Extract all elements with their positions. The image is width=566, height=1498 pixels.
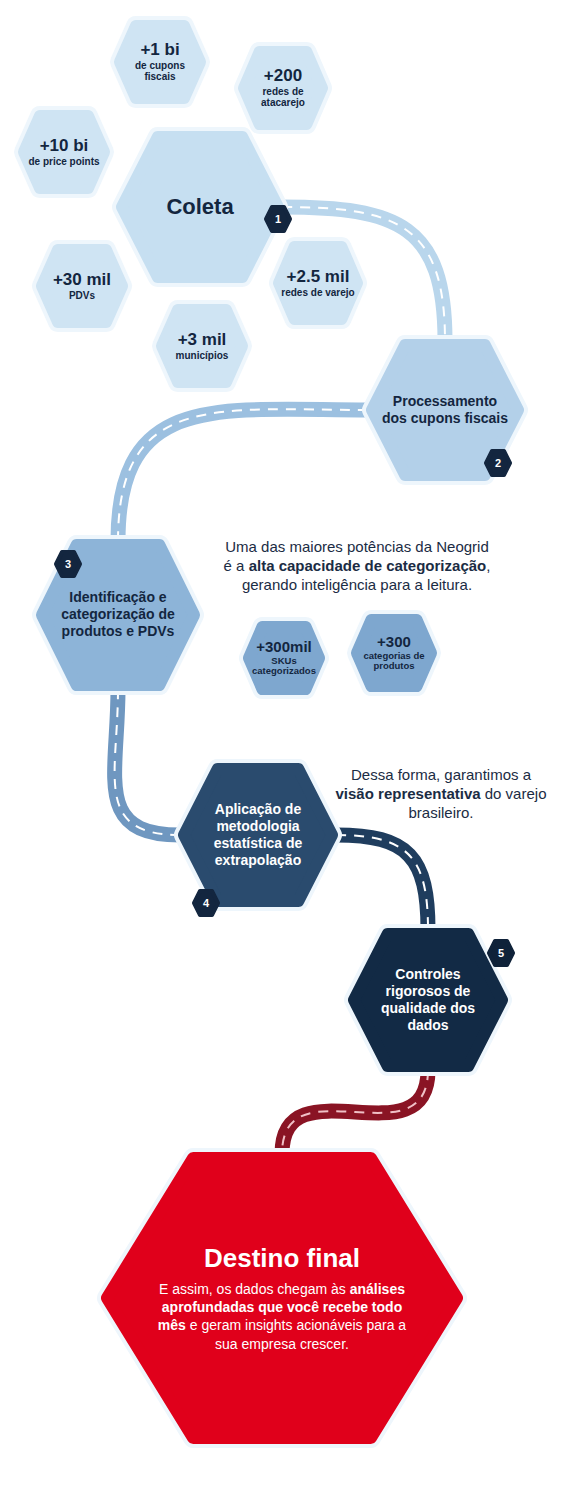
- stat-caption: de price points: [26, 156, 102, 168]
- road-connector: [118, 409, 368, 541]
- stat-hexagon: +3 milmunicípios: [152, 300, 252, 392]
- stat-caption: PDVs: [44, 290, 120, 302]
- callout-badge: 3: [53, 549, 83, 579]
- stat-caption: municípios: [164, 350, 240, 362]
- stat-value: +3 mil: [164, 331, 240, 350]
- road-connector: [282, 1070, 428, 1154]
- step-title: Identificação e categorização de produto…: [53, 589, 184, 640]
- node-content: Processamento dos cupons fiscais: [382, 393, 508, 427]
- node-content: +10 bide price points: [26, 137, 102, 167]
- stat-caption: SKUs categorizados: [250, 655, 318, 677]
- callout-badge: 4: [191, 888, 221, 918]
- stat-caption: redes de varejo: [281, 287, 355, 299]
- stat-value: +300: [358, 634, 429, 651]
- final-hexagon: Destino final E assim, os dados chegam às…: [97, 1148, 467, 1448]
- stat-hexagon: +30 milPDVs: [32, 240, 132, 332]
- callout-number: 3: [53, 549, 83, 579]
- node-content: +2.5 milredes de varejo: [281, 268, 355, 298]
- stat-caption: de cupons fiscais: [122, 60, 198, 83]
- side-note: Dessa forma, garantimos a visão represen…: [330, 766, 552, 822]
- final-body-text: e geram insights acionáveis para a sua e…: [190, 1318, 406, 1352]
- stat-value: +200: [246, 67, 320, 86]
- node-content: Destino final E assim, os dados chegam às…: [153, 1243, 412, 1353]
- road-surface: [115, 689, 180, 835]
- step-hexagon: Controles rigorosos de qualidade dos dad…: [344, 924, 512, 1076]
- road-connector: [115, 689, 180, 835]
- callout-badge: 2: [483, 448, 513, 478]
- final-body: E assim, os dados chegam às análises apr…: [153, 1280, 412, 1353]
- road-dashes: [115, 689, 180, 835]
- node-content: +30 milPDVs: [44, 271, 120, 301]
- stat-hexagon: +10 bide price points: [14, 106, 114, 198]
- hexagon-outline: [97, 1148, 467, 1448]
- node-content: +200redes de atacarejo: [246, 67, 320, 109]
- step-title: Controles rigorosos de qualidade dos dad…: [364, 966, 492, 1034]
- node-content: +3 milmunicípios: [164, 331, 240, 361]
- note-text: alta capacidade de categorização: [249, 557, 487, 574]
- callout-number: 4: [191, 888, 221, 918]
- road-connector: [336, 835, 428, 930]
- step-title: Processamento dos cupons fiscais: [382, 393, 508, 427]
- stat-value: +300mil: [250, 639, 318, 656]
- note-text: Dessa forma, garantimos a: [351, 766, 531, 783]
- step-title: Aplicação de metodologia estatística de …: [194, 801, 322, 869]
- note-text: visão representativa: [336, 785, 481, 802]
- stat-caption: redes de atacarejo: [246, 86, 320, 109]
- stat-hexagon: +1 bide cupons fiscais: [110, 16, 210, 108]
- final-heading: Destino final: [153, 1243, 412, 1274]
- step-title: Coleta: [133, 194, 267, 220]
- stat-value: +30 mil: [44, 271, 120, 290]
- road-dashes: [118, 409, 368, 541]
- step-hexagon: Aplicação de metodologia estatística de …: [174, 759, 342, 911]
- callout-number: 5: [486, 938, 516, 968]
- road-dashes: [336, 835, 428, 930]
- callout-number: 1: [263, 204, 293, 234]
- side-note: Uma das maiores potências da Neogrid é a…: [222, 538, 492, 594]
- callout-number: 2: [483, 448, 513, 478]
- node-content: Coleta: [133, 194, 267, 220]
- stat-value: +2.5 mil: [281, 268, 355, 287]
- step-hexagon: Coleta: [112, 127, 288, 287]
- node-content: Aplicação de metodologia estatística de …: [194, 801, 322, 869]
- node-content: +300milSKUs categorizados: [250, 639, 318, 677]
- stat-caption: categorias de produtos: [358, 650, 429, 672]
- node-content: Identificação e categorização de produto…: [53, 589, 184, 640]
- road-dashes: [282, 1070, 428, 1154]
- stat-hexagon: +300categorias de produtos: [347, 610, 441, 696]
- callout-badge: 5: [486, 938, 516, 968]
- stat-value: +1 bi: [122, 41, 198, 60]
- node-content: +1 bide cupons fiscais: [122, 41, 198, 83]
- stat-value: +10 bi: [26, 137, 102, 156]
- stat-hexagon: +300milSKUs categorizados: [239, 617, 329, 699]
- final-body-text: E assim, os dados chegam às: [159, 1281, 346, 1297]
- road-surface: [282, 1070, 428, 1154]
- road-surface: [336, 835, 428, 930]
- stat-hexagon: +200redes de atacarejo: [234, 42, 332, 134]
- callout-badge: 1: [263, 204, 293, 234]
- node-content: Controles rigorosos de qualidade dos dad…: [364, 966, 492, 1034]
- node-content: +300categorias de produtos: [358, 634, 429, 672]
- road-surface: [118, 409, 368, 541]
- stat-hexagon: +2.5 milredes de varejo: [269, 237, 367, 329]
